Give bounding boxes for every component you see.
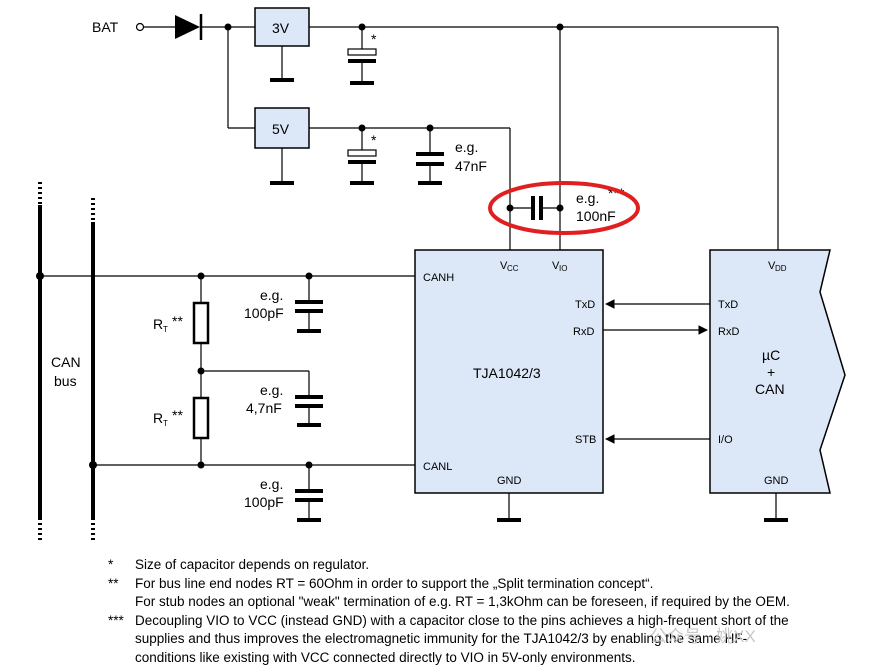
svg-text:RxD: RxD [718,326,739,338]
svg-text:*: * [371,132,377,148]
transceiver-name: TJA1042/3 [473,365,541,381]
footnote: *** Decoupling VIO to VCC (instead GND) … [108,612,789,665]
svg-text:RxD: RxD [573,326,594,338]
footnote: * Size of capacitor depends on regulator… [108,557,370,572]
svg-text:T: T [163,419,168,428]
bat-terminal: BAT [92,19,145,35]
svg-text:e.g.: e.g. [455,139,478,155]
svg-text:*: * [371,31,377,47]
svg-text:**: ** [172,313,183,329]
svg-text:T: T [163,325,168,334]
svg-text:V: V [552,260,560,272]
svg-text:TxD: TxD [575,299,595,311]
svg-text:bus: bus [54,373,77,389]
svg-text:e.g.: e.g. [576,190,599,206]
resistor-rt2 [192,396,210,440]
schematic: BAT 3V * 5V * e.g. 47nF [36,7,846,543]
watermark: 公众号 · 姚XX [650,627,756,646]
svg-text:R: R [153,316,163,332]
svg-text:I/O: I/O [718,434,733,446]
svg-text:+: + [767,364,775,380]
resistor-rt1 [192,301,210,345]
regulator-3v [254,7,310,47]
svg-text:TxD: TxD [718,299,738,311]
mcu-name: µC [762,347,780,363]
footnotes: * Size of capacitor depends on regulator… [108,556,868,667]
svg-text:**: ** [172,407,183,423]
svg-text:CC: CC [507,264,519,273]
svg-text:GND: GND [497,475,522,487]
regulator-3v-label: 3V [272,20,290,36]
svg-text:V: V [500,260,508,272]
svg-text:100nF: 100nF [576,208,616,224]
diode [175,14,203,40]
highlight-ellipse [488,181,640,235]
svg-text:CAN: CAN [755,381,785,397]
transceiver-block [414,249,604,494]
svg-text:DD: DD [775,264,787,273]
regulator-5v-label: 5V [272,121,290,137]
svg-text:R: R [153,410,163,426]
svg-text:CAN: CAN [51,354,81,370]
svg-text:CANL: CANL [423,461,452,473]
svg-text:e.g.: e.g. [260,382,283,398]
footnote: ** For bus line end nodes RT = 60Ohm in … [108,575,790,610]
svg-text:STB: STB [575,434,596,446]
svg-text:e.g.: e.g. [260,476,283,492]
bat-label: BAT [92,19,119,35]
svg-text:4,7nF: 4,7nF [246,400,282,416]
svg-text:IO: IO [559,264,567,273]
svg-text:47nF: 47nF [455,158,487,174]
svg-text:V: V [768,260,776,272]
svg-text:100pF: 100pF [244,305,284,321]
svg-text:100pF: 100pF [244,494,284,510]
svg-text:GND: GND [764,475,789,487]
svg-text:e.g.: e.g. [260,287,283,303]
svg-text:CANH: CANH [423,272,454,284]
capacitor-polarized [347,48,377,56]
mcu-block [709,249,846,494]
